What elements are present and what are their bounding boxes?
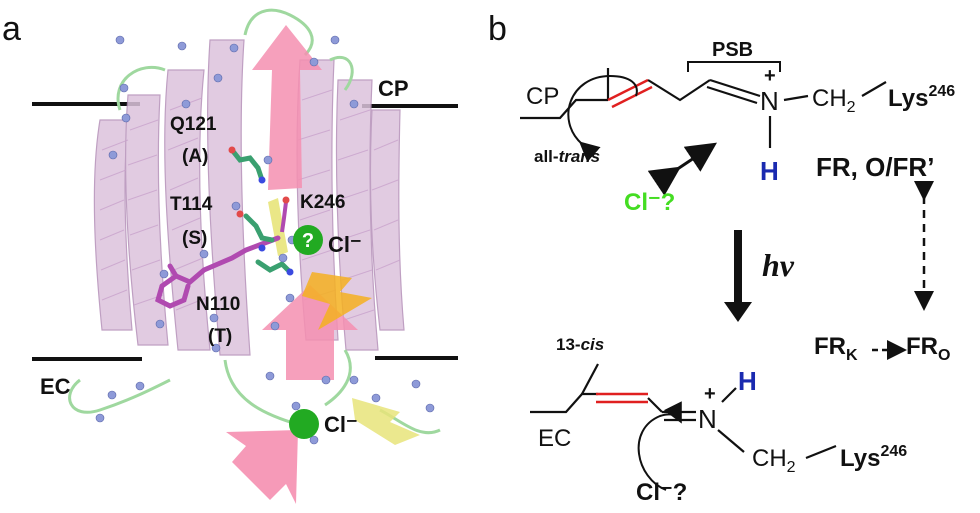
nh-bond-bottom xyxy=(721,387,737,403)
membrane-label-cp: CP xyxy=(378,76,409,101)
cl-query-top: Cl⁻? xyxy=(624,189,675,216)
charge-bottom: + xyxy=(704,383,716,405)
isomer-label-bottom: 13-cis xyxy=(556,335,604,354)
lys-bottom: Lys246 xyxy=(840,443,907,472)
charge-top: + xyxy=(764,65,776,87)
residue-label-q121: Q121 xyxy=(170,114,217,135)
nitrogen-bottom: N xyxy=(698,404,717,434)
imine-bond-top-b xyxy=(706,85,758,105)
isomer-label-top: all-trans xyxy=(534,147,600,166)
residue-atoms xyxy=(228,146,294,276)
chloride-site-lower: Cl⁻ xyxy=(289,409,358,439)
chloride-ion-icon xyxy=(289,409,319,439)
nitrogen-top: N xyxy=(760,86,779,116)
state-frk: FRK xyxy=(814,333,858,364)
n-ch2-bond-top xyxy=(783,94,809,102)
lys-top: Lys246 xyxy=(888,83,955,112)
ch2-lys-bond-top xyxy=(861,81,887,97)
water-molecules xyxy=(95,35,435,445)
residue-sub-q121: (A) xyxy=(182,146,208,167)
double-bond-top-a xyxy=(607,78,649,102)
state-fro: FRO xyxy=(906,333,950,364)
cl-attack-arrow-bottom xyxy=(637,401,682,491)
state-fr: FR, O/FR’ xyxy=(816,152,934,182)
helix-bundle xyxy=(93,39,405,356)
ch2-bottom: CH2 xyxy=(752,445,796,476)
chloride-ion-icon xyxy=(293,225,323,255)
cl-query-bottom: Cl⁻? xyxy=(636,479,687,506)
isomerization-arrow-top xyxy=(567,74,638,163)
panel-b: b CP N + H CH2 Lys246 PSB all-trans Cl⁻? xyxy=(488,10,955,506)
residue-sub-t114: (S) xyxy=(182,228,207,249)
residue-sticks xyxy=(229,147,293,275)
methyl-bond-bottom xyxy=(581,363,599,395)
retinal-chromophore xyxy=(155,235,281,309)
pink-arrow-up-top xyxy=(252,25,322,190)
light-bolt-icon xyxy=(302,272,372,330)
psb-bracket xyxy=(687,61,781,72)
residue-label-n110: N110 xyxy=(196,294,240,315)
side-label-ec: EC xyxy=(538,425,571,452)
psb-label: PSB xyxy=(712,39,753,61)
chloride-site-upper: ? Cl⁻ xyxy=(293,225,362,257)
membrane-label-ec: EC xyxy=(40,374,71,399)
bond-chain-bottom-left xyxy=(530,392,598,414)
13-cis-structure: 13-cis EC N + H CH2 Lys246 Cl⁻? xyxy=(530,335,907,506)
panel-a-label: a xyxy=(2,10,21,48)
all-trans-structure: CP N + H CH2 Lys246 PSB all-trans Cl⁻? xyxy=(520,39,955,216)
hv-label: hν xyxy=(762,247,795,283)
bond-bottom-mid xyxy=(647,397,663,413)
photon-arrow-head xyxy=(724,302,752,322)
cl-interaction-arrow-top xyxy=(647,142,717,196)
residue-k246-stick xyxy=(280,201,288,233)
double-bond-top-b xyxy=(611,85,653,109)
residue-label-k246: K246 xyxy=(300,192,345,213)
panel-b-label: b xyxy=(488,10,507,48)
pink-arrow-lower-diag xyxy=(226,430,298,504)
chloride-query-marker: ? xyxy=(302,230,314,252)
helix-ribbon-stripes xyxy=(99,89,401,321)
beta-strand-lower xyxy=(352,398,420,445)
chloride-label-lower: Cl⁻ xyxy=(324,412,358,437)
n-ch2-bond-bottom xyxy=(717,429,745,453)
ch2-top: CH2 xyxy=(812,85,856,116)
beta-strand-center xyxy=(268,198,288,256)
hydrogen-bottom: H xyxy=(738,366,757,396)
bond-chain-top-mid xyxy=(647,79,711,102)
side-label-cp: CP xyxy=(526,83,559,110)
panel-a: a xyxy=(2,8,458,504)
imine-bond-top-a xyxy=(709,78,761,98)
hydrogen-top: H xyxy=(760,156,779,186)
chloride-label-upper: Cl⁻ xyxy=(328,232,362,257)
ch2-lys-bond-bottom xyxy=(805,444,837,460)
residue-label-t114: T114 xyxy=(170,194,213,215)
residue-sub-n110: (T) xyxy=(208,326,232,347)
